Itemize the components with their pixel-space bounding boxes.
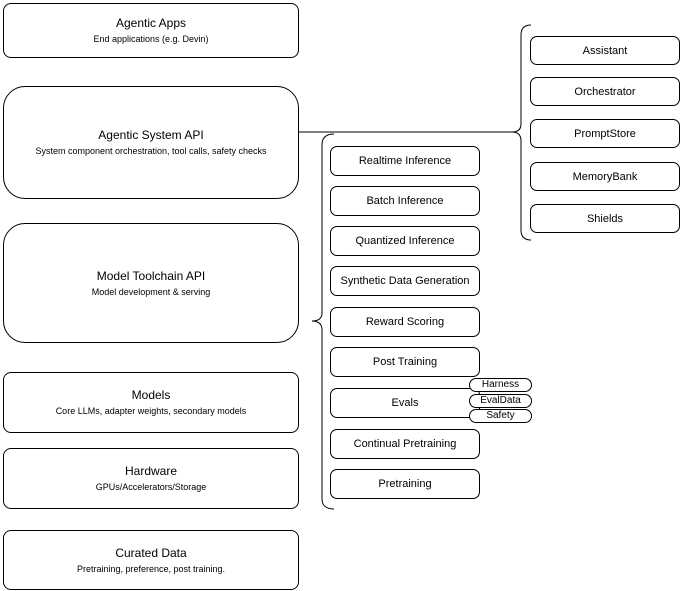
system-component-memorybank: MemoryBank [530, 162, 680, 191]
toolchain-item-evals: Evals [330, 388, 480, 418]
node-models-title: Models [131, 388, 171, 402]
toolchain-item-continual-pretraining: Continual Pretraining [330, 429, 480, 459]
badge-harness: Harness [469, 378, 532, 392]
node-agentic-system-api: Agentic System API System component orch… [3, 86, 299, 199]
toolchain-item-pretraining: Pretraining [330, 469, 480, 499]
badge-evaldata: EvalData [469, 394, 532, 408]
node-curated-data-subtitle: Pretraining, preference, post training. [76, 563, 226, 574]
node-curated-data: Curated Data Pretraining, preference, po… [3, 530, 299, 590]
system-component-assistant: Assistant [530, 36, 680, 65]
toolchain-item-batch-inference: Batch Inference [330, 186, 480, 216]
system-component-orchestrator: Orchestrator [530, 77, 680, 106]
toolchain-item-synthetic-data-generation: Synthetic Data Generation [330, 266, 480, 296]
node-model-toolchain-api-title: Model Toolchain API [96, 268, 206, 283]
toolchain-item-realtime-inference: Realtime Inference [330, 146, 480, 176]
toolchain-item-quantized-inference: Quantized Inference [330, 226, 480, 256]
system-component-promptstore: PromptStore [530, 119, 680, 148]
system-component-shields: Shields [530, 204, 680, 233]
node-hardware-title: Hardware [124, 464, 178, 478]
node-models: Models Core LLMs, adapter weights, secon… [3, 372, 299, 433]
node-curated-data-title: Curated Data [115, 545, 187, 560]
system-components-brace [511, 24, 532, 241]
node-agentic-apps-title: Agentic Apps [115, 16, 187, 30]
node-model-toolchain-api-subtitle: Model development & serving [91, 286, 211, 297]
node-agentic-system-api-subtitle: System component orchestration, tool cal… [35, 146, 267, 156]
node-agentic-system-api-title: Agentic System API [98, 128, 204, 142]
node-model-toolchain-api: Model Toolchain API Model development & … [3, 223, 299, 343]
node-hardware: Hardware GPUs/Accelerators/Storage [3, 448, 299, 509]
node-hardware-subtitle: GPUs/Accelerators/Storage [95, 482, 207, 492]
node-agentic-apps: Agentic Apps End applications (e.g. Devi… [3, 3, 299, 58]
toolchain-item-reward-scoring: Reward Scoring [330, 307, 480, 337]
badge-safety: Safety [469, 409, 532, 423]
node-agentic-apps-subtitle: End applications (e.g. Devin) [93, 34, 209, 44]
toolchain-item-post-training: Post Training [330, 347, 480, 377]
node-models-subtitle: Core LLMs, adapter weights, secondary mo… [55, 406, 247, 416]
